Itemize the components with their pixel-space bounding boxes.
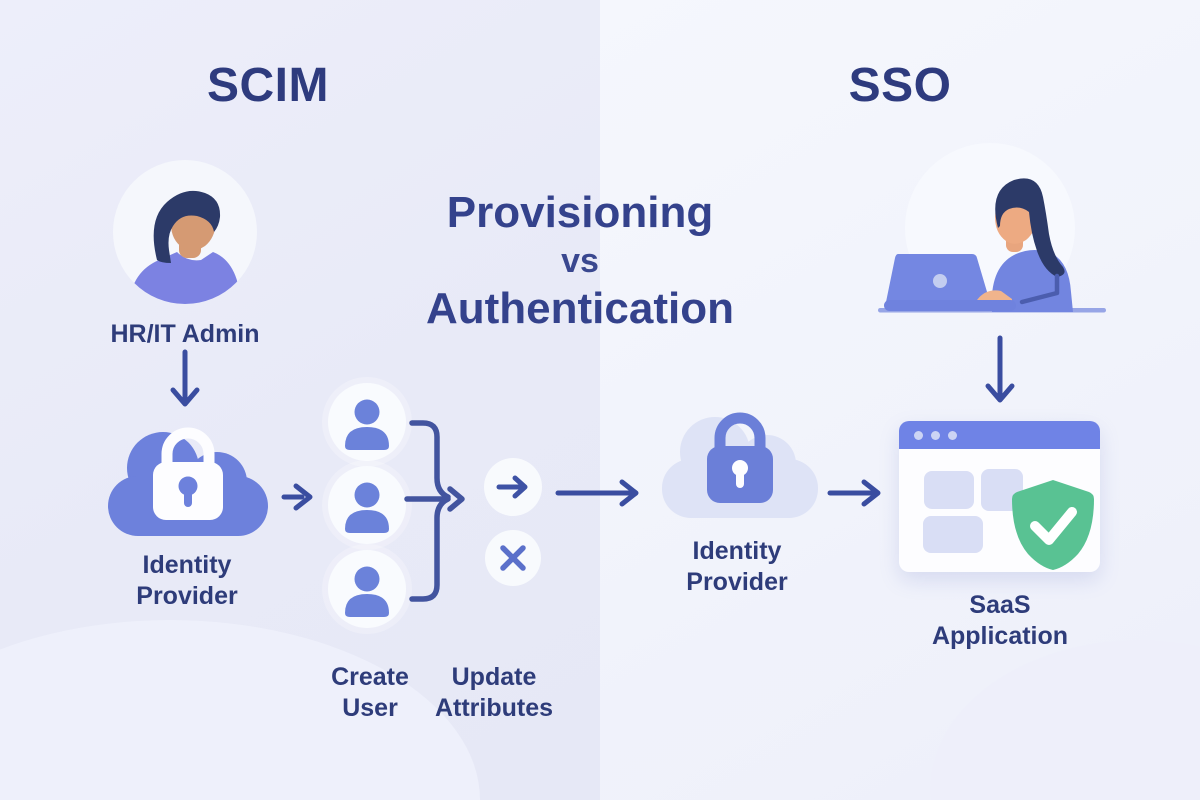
scim-idp-label-line1: Identity [142, 551, 232, 579]
create-user-line1: Create [331, 663, 409, 691]
window-content-block [924, 471, 974, 509]
user-circle-1 [328, 383, 406, 461]
diagram-title: Provisioning vs Authentication [380, 188, 780, 334]
update-attributes-line1: Update [451, 663, 537, 691]
right-arrow-icon [496, 475, 528, 499]
user-circle-3 [328, 550, 406, 628]
scim-heading: SCIM [207, 59, 329, 112]
sso-idp-label: Identity Provider [647, 536, 827, 598]
user-icon [345, 566, 389, 617]
update-attributes-line2: Attributes [434, 694, 554, 722]
shield-check-icon [1008, 477, 1098, 573]
sso-idp-label-line2: Provider [686, 568, 788, 596]
title-line-authentication: Authentication [426, 284, 734, 333]
saas-application-label: SaaS Application [910, 590, 1090, 652]
remove-action-circle [485, 530, 541, 586]
title-line-provisioning: Provisioning [446, 188, 714, 237]
cloud-lock-light-illustration [662, 412, 818, 518]
user-icon [345, 482, 389, 533]
woman-at-laptop-icon [860, 150, 1120, 325]
user-circle-2 [328, 466, 406, 544]
saas-window-titlebar [899, 421, 1100, 449]
window-dot-icon [948, 431, 957, 440]
saas-label-line1: SaaS [969, 591, 1031, 619]
window-dot-icon [931, 431, 940, 440]
window-content-block [923, 516, 983, 553]
sso-cloud-lock-icon [657, 402, 823, 520]
woman-at-laptop-illustration [878, 178, 1106, 313]
shield-check-illustration [1012, 480, 1094, 570]
create-user-label: Create User [296, 662, 444, 724]
admin-avatar-illustration [129, 190, 241, 304]
user-icon [345, 399, 389, 450]
sso-idp-label-line1: Identity [692, 537, 782, 565]
sso-heading: SSO [848, 59, 952, 112]
admin-label: HR/IT Admin [110, 320, 260, 348]
scim-idp-label: Identity Provider [92, 550, 282, 612]
forward-action-circle [484, 458, 542, 516]
saas-label-line2: Application [931, 622, 1069, 650]
scim-idp-label-line2: Provider [136, 582, 238, 610]
admin-avatar-icon [113, 160, 257, 304]
window-dot-icon [914, 431, 923, 440]
create-user-line2: User [342, 694, 398, 722]
x-icon [500, 545, 526, 571]
update-attributes-label: Update Attributes [420, 662, 568, 724]
cloud-lock-illustration [108, 427, 268, 536]
scim-cloud-lock-icon [103, 418, 273, 538]
title-line-vs: vs [561, 242, 599, 280]
